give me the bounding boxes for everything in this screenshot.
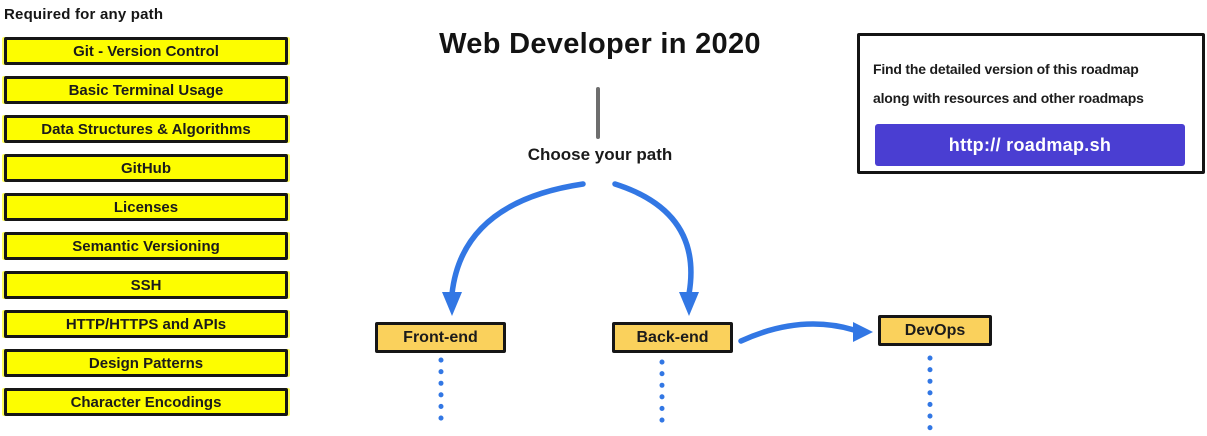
path-node-back-end[interactable]: Back-end — [612, 322, 733, 353]
arrow-back-end-to-devops — [738, 321, 857, 344]
topic-box-http[interactable]: HTTP/HTTPS and APIs — [4, 310, 288, 338]
info-box: Find the detailed version of this roadma… — [857, 33, 1205, 174]
topic-box-git[interactable]: Git - Version Control — [4, 37, 288, 65]
arrow-to-front-end — [449, 181, 586, 297]
arrowhead-back-end-icon — [679, 292, 699, 316]
arrow-to-back-end — [612, 181, 694, 297]
topic-box-semver[interactable]: Semantic Versioning — [4, 232, 288, 260]
topic-box-ssh[interactable]: SSH — [4, 271, 288, 299]
roadmap-link-button[interactable]: http:// roadmap.sh — [875, 124, 1185, 166]
required-section-header: Required for any path — [4, 6, 164, 23]
arrowhead-front-end-icon — [442, 292, 462, 316]
required-section: Required for any path Git - Version Cont… — [4, 6, 289, 427]
info-line-1: Find the detailed version of this roadma… — [873, 61, 1139, 77]
page-title: Web Developer in 2020 — [439, 28, 761, 60]
topic-box-github[interactable]: GitHub — [4, 154, 288, 182]
path-node-devops[interactable]: DevOps — [878, 315, 992, 346]
topic-box-design-patterns[interactable]: Design Patterns — [4, 349, 288, 377]
choose-path-label: Choose your path — [527, 145, 673, 164]
info-line-2: along with resources and other roadmaps — [873, 90, 1144, 106]
path-node-front-end[interactable]: Front-end — [375, 322, 506, 353]
topic-box-encodings[interactable]: Character Encodings — [4, 388, 288, 416]
topic-box-dsa[interactable]: Data Structures & Algorithms — [4, 115, 288, 143]
topic-box-licenses[interactable]: Licenses — [4, 193, 288, 221]
topic-box-terminal[interactable]: Basic Terminal Usage — [4, 76, 288, 104]
arrowhead-devops-icon — [853, 322, 873, 342]
